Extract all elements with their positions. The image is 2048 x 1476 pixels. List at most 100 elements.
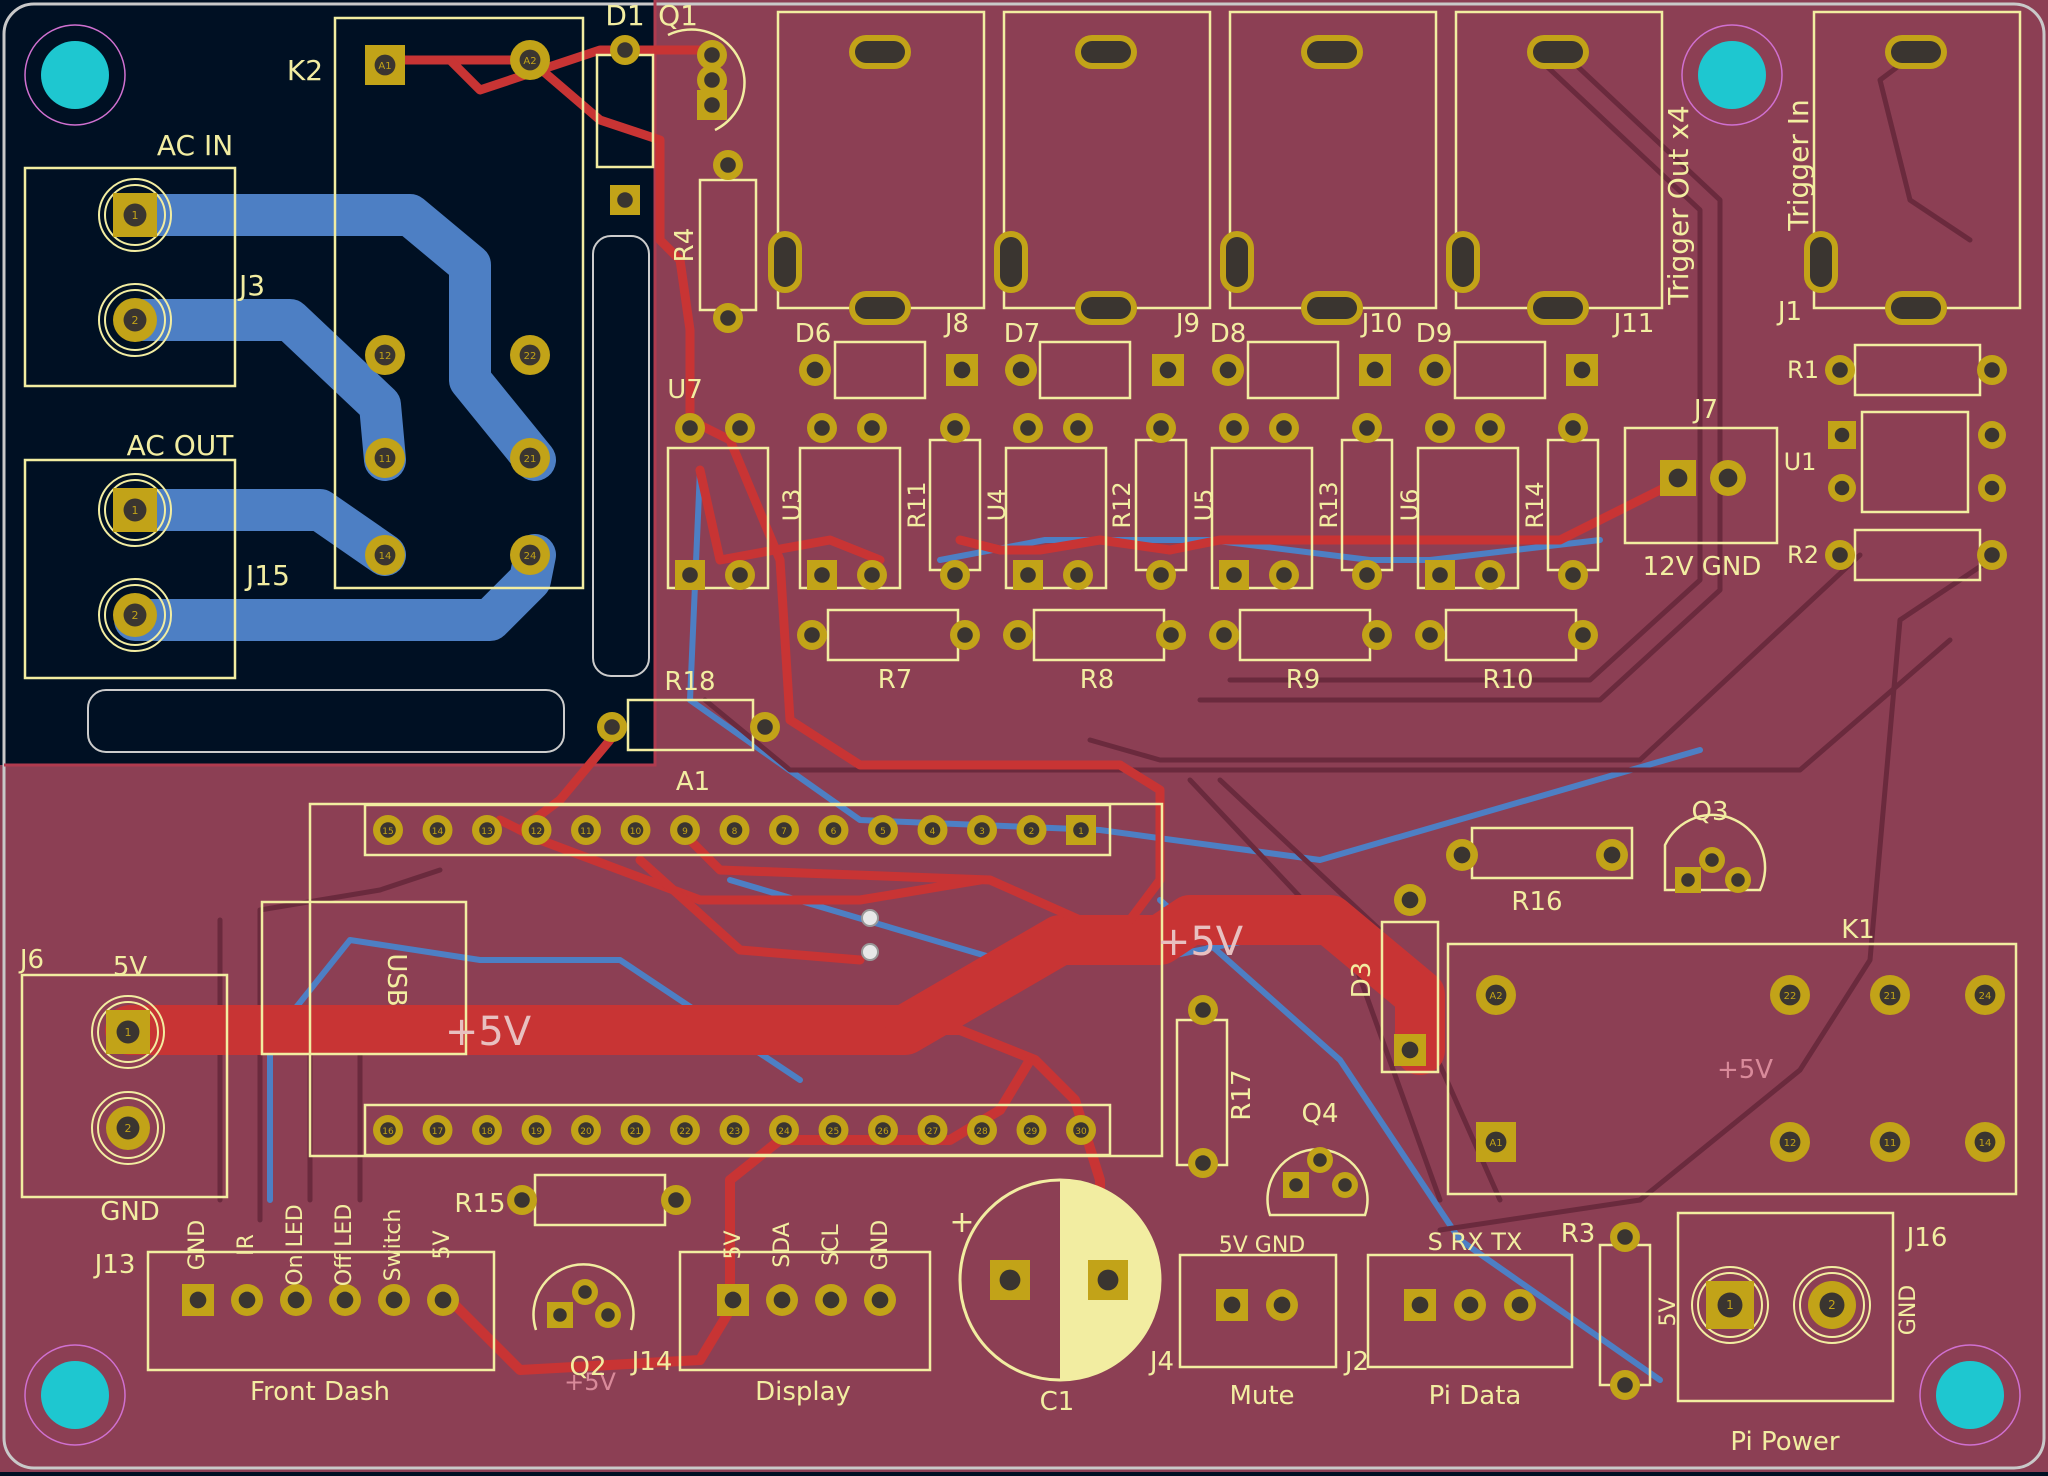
pad-number: 1 [132,209,139,222]
opto-pad [1475,413,1505,443]
pad-drill [528,822,545,838]
pad-number: 22 [1784,991,1797,1002]
label-d6: D6 [795,319,832,349]
pad-drill [806,361,824,379]
pad-drill [1832,362,1848,378]
pad-drill [776,1122,792,1138]
label-disp-5v: 5V [721,1230,746,1259]
d9-outline [1453,340,1547,400]
pad-ring-outer [91,995,165,1069]
pad-number: 15 [382,827,393,837]
pad-drill [1411,1296,1429,1314]
diode-pad [946,354,978,386]
trigger-jack-pad-tip [1301,35,1363,69]
label-j14: J14 [630,1347,673,1377]
k2-pad: 24 [510,535,550,575]
label-u6: U6 [1396,489,1424,522]
j13-pin [329,1284,361,1316]
opto-pad [1475,560,1505,590]
pad-drill [1226,420,1242,436]
a1-pin: 18 [472,1115,502,1145]
j16-pin-2: 2 [1808,1281,1856,1329]
trigger-jack-pad-sleeve [1885,291,1947,325]
pad-drill [855,297,905,319]
resistor-pad [1352,413,1382,443]
j16-outline [1676,1211,1895,1403]
pad-drill [479,1122,495,1138]
resistor-pad [1415,620,1445,650]
k1-pad: A2 [1476,975,1516,1015]
pad-ring-outer [1793,1266,1871,1344]
inner-trace-5 [1437,557,1993,1233]
r1-pad [1825,355,1855,385]
q2-pad [547,1302,573,1328]
label-u7: U7 [667,375,703,405]
pad-drill [1432,420,1448,436]
pad-ring-outer [91,1091,165,1165]
pad-drill [123,308,147,332]
pad-ring-inner [104,584,166,646]
trigger-jack-pad-tip [1527,35,1589,69]
j3-pin-2: 2 [113,298,157,342]
opto-pad [1219,413,1249,443]
u7-outline [666,446,770,590]
pad-drill [1810,237,1832,287]
pad-drill [855,41,905,63]
opto-pad [1425,560,1455,590]
signal-trace-5 [1157,897,1663,1383]
pad-drill [1603,846,1621,864]
opto-pad [857,560,887,590]
label-usb: USB [381,953,411,1006]
label-r1: R1 [1787,356,1819,384]
label-fd-off-led: Off LED [332,1204,357,1287]
d3-pad [1394,1034,1426,1066]
q1-outline [667,28,746,132]
pad-number: 25 [828,1127,839,1137]
pad-drill [1834,480,1850,496]
diode-pad [799,354,831,386]
k2-pad: 14 [365,535,405,575]
pad-number: 11 [379,454,392,465]
pad-drill [116,1116,140,1140]
pad-drill [814,567,830,583]
pad-number: A2 [1489,991,1502,1002]
a1-pinrow-top [363,803,1112,857]
pad-drill [825,822,842,838]
u1-pad [1828,421,1856,449]
j14-pin [864,1284,896,1316]
pad-drill [380,1122,396,1138]
pad-drill [1461,1296,1479,1314]
pad-drill [924,1122,941,1138]
pad-drill [720,157,736,173]
pad-drill [1010,627,1026,643]
pad-drill [953,361,971,379]
a1-pin: 9 [670,815,700,845]
pad-drill [999,1269,1021,1291]
a1-pin: 22 [670,1115,700,1145]
pad-drill [601,1308,615,1322]
pad-ring-inner [104,289,166,351]
label-j15: J15 [244,559,290,592]
label-pp-gnd: GND [1896,1285,1921,1335]
pad-drill [1565,420,1581,436]
j13-pin [182,1284,214,1316]
label-d7: D7 [1004,319,1041,349]
a1-pin: 13 [472,815,502,845]
opto-pad [1425,413,1455,443]
resistor-pad [1568,620,1598,650]
label-j4: J4 [1148,1347,1174,1377]
pad-drill [875,1122,891,1138]
mounting-holes [24,24,2021,1446]
k1-pad: 12 [1770,1122,1810,1162]
pad-drill [1718,468,1738,488]
label-k2: K2 [287,54,323,87]
diode-pad [1212,354,1244,386]
r1-pad [1977,355,2007,385]
label-r17: R17 [1227,1069,1257,1120]
u4-outline [1004,446,1108,590]
pad-number: 5 [880,827,886,837]
pad-drill [825,1122,842,1138]
r2-pad [1977,540,2007,570]
pad-number: 21 [630,1127,641,1137]
resistor-pad [1558,413,1588,443]
